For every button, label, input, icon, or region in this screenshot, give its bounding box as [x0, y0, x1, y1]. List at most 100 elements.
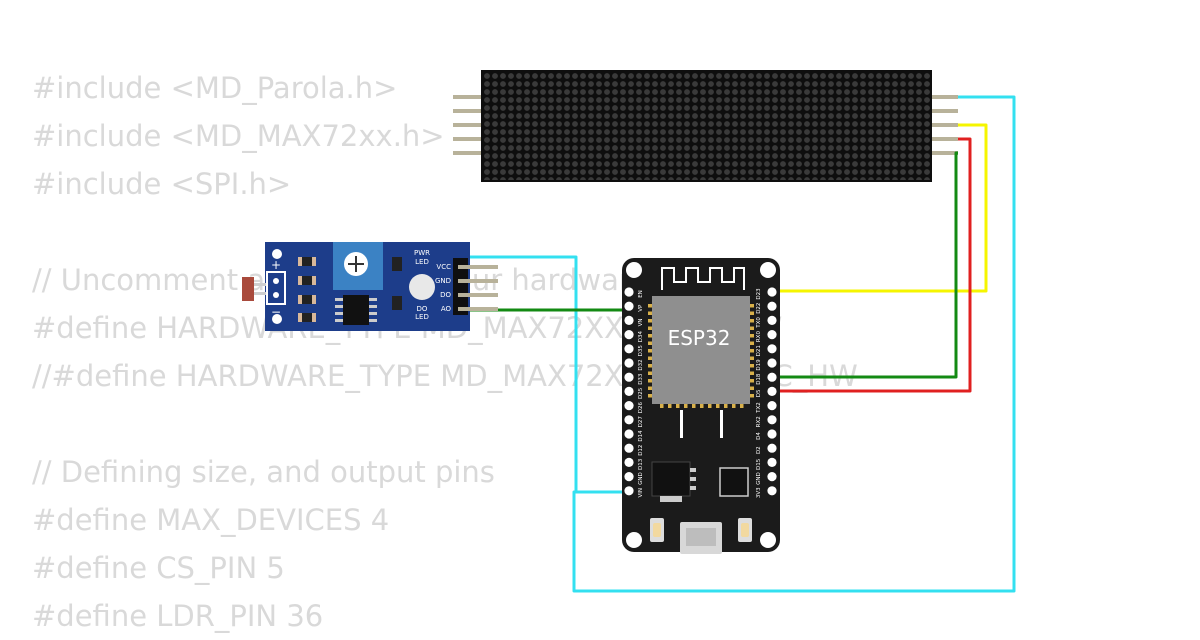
- ldr-connector-outline: [266, 271, 286, 305]
- comparator-ic: [335, 295, 377, 325]
- wires: [470, 95, 1016, 593]
- ldr-pad: [273, 278, 279, 284]
- esp32-chip-label: ESP32: [668, 326, 731, 350]
- esp32-pin-tx2[interactable]: [767, 401, 777, 411]
- esp32-pin-d25[interactable]: [624, 386, 634, 396]
- esp32-pin-vin[interactable]: [624, 486, 634, 496]
- smd-resistors: [298, 257, 316, 322]
- micro-usb-port[interactable]: [680, 522, 722, 554]
- led-matrix-module[interactable]: [453, 70, 958, 182]
- do-led-label-2: LED: [415, 313, 429, 321]
- boot-button[interactable]: [738, 518, 752, 542]
- esp32-pin-label: D27: [638, 416, 644, 428]
- esp32-pin-en[interactable]: [624, 287, 634, 297]
- photoresistor: [242, 277, 266, 301]
- esp32-pin-label: TX2: [756, 402, 762, 414]
- esp32-pin-label: D4: [756, 432, 762, 440]
- esp32-module-shield: [652, 296, 750, 404]
- esp32-pin-d2[interactable]: [767, 443, 777, 453]
- esp32-pin-gnd[interactable]: [624, 472, 634, 482]
- esp32-pin-d32[interactable]: [624, 358, 634, 368]
- esp32-pin-label: D15: [756, 458, 762, 470]
- wire-green-clk[interactable]: [772, 151, 958, 379]
- antenna-trace: [661, 267, 745, 290]
- esp32-pin-label: D14: [638, 430, 644, 442]
- mounting-hole: [626, 262, 642, 278]
- esp32-pin-d22[interactable]: [767, 301, 777, 311]
- esp32-pin-label: D25: [638, 387, 644, 399]
- silkscreen-mark: [680, 410, 683, 438]
- esp32-pin-d18[interactable]: [767, 372, 777, 382]
- code-line: #define LDR_PIN 36: [32, 599, 324, 633]
- wire-cyan-gnd[interactable]: [470, 255, 628, 494]
- mounting-hole: [760, 262, 776, 278]
- code-line: #include <MD_MAX72xx.h>: [32, 119, 445, 153]
- esp32-pin-d15[interactable]: [767, 457, 777, 467]
- esp32-pin-d35[interactable]: [624, 344, 634, 354]
- pwr-led-label: PWR: [414, 249, 430, 257]
- esp32-pin-label: D26: [638, 401, 644, 413]
- esp32-pin-d34[interactable]: [624, 330, 634, 340]
- esp32-pin-d12[interactable]: [624, 443, 634, 453]
- smd-caps: [392, 257, 402, 310]
- ldr-pin-label-ao: AO: [441, 305, 452, 313]
- pwr-led-label-2: LED: [415, 258, 429, 266]
- mounting-hole: [272, 249, 282, 259]
- en-button[interactable]: [650, 518, 664, 542]
- esp32-pin-label: EN: [638, 290, 644, 298]
- esp32-pin-d14[interactable]: [624, 429, 634, 439]
- minus-label: −: [271, 305, 281, 319]
- wire-yellow-din[interactable]: [772, 123, 988, 293]
- esp32-pin-3v3[interactable]: [767, 486, 777, 496]
- ldr-header-pins: [458, 265, 498, 311]
- ldr-sensor-module[interactable]: + − PWR LED: [242, 242, 498, 331]
- esp32-pin-label: D5: [756, 389, 762, 397]
- esp32-pin-label: D35: [638, 345, 644, 357]
- esp32-right-pin-header: [767, 287, 777, 496]
- mounting-hole: [272, 314, 282, 324]
- esp32-pin-d33[interactable]: [624, 372, 634, 382]
- esp32-pin-rx2[interactable]: [767, 415, 777, 425]
- esp32-pin-label: GND: [756, 472, 762, 485]
- plus-label: +: [271, 258, 281, 272]
- esp32-pin-label: VN: [638, 318, 644, 326]
- code-line: #define MAX_DEVICES 4: [32, 503, 390, 537]
- esp32-pin-label: D13: [638, 458, 644, 470]
- code-line: #include <SPI.h>: [32, 167, 292, 201]
- code-line: // Defining size, and output pins: [32, 455, 495, 489]
- esp32-pin-label: 3V3: [756, 487, 762, 498]
- esp32-pin-label: VIN: [638, 488, 644, 498]
- esp32-pin-label: D12: [638, 445, 644, 456]
- status-led-lens: [409, 274, 435, 300]
- esp32-pin-d27[interactable]: [624, 415, 634, 425]
- esp32-pin-d4[interactable]: [767, 429, 777, 439]
- esp32-pin-label: VP: [638, 304, 644, 312]
- esp32-pin-label: RX2: [756, 416, 762, 427]
- code-line: #define CS_PIN 5: [32, 551, 285, 585]
- ldr-pin-label-do: DO: [440, 291, 451, 299]
- esp32-pin-gnd[interactable]: [767, 472, 777, 482]
- esp32-pin-d23[interactable]: [767, 287, 777, 297]
- esp32-pin-d26[interactable]: [624, 401, 634, 411]
- esp32-pin-rx0[interactable]: [767, 330, 777, 340]
- esp32-pin-label: GND: [638, 472, 644, 485]
- esp32-pin-d13[interactable]: [624, 457, 634, 467]
- mounting-hole: [760, 532, 776, 548]
- matrix-leds: [483, 72, 930, 180]
- esp32-pin-d21[interactable]: [767, 344, 777, 354]
- ldr-pin-header: [453, 258, 468, 315]
- esp32-pin-vp[interactable]: [624, 301, 634, 311]
- esp32-pin-label: D34: [638, 330, 644, 342]
- ldr-pin-label-vcc: VCC: [436, 263, 451, 271]
- esp32-pin-tx0[interactable]: [767, 315, 777, 325]
- potentiometer[interactable]: [333, 242, 383, 290]
- esp32-board[interactable]: ESP32 ENVPVND34D35D32D33D25D26D27D14D12D…: [622, 258, 780, 554]
- esp32-pin-d19[interactable]: [767, 358, 777, 368]
- esp32-pin-label: RX0: [756, 331, 762, 343]
- esp32-left-pin-labels: ENVPVND34D35D32D33D25D26D27D14D12D13GNDV…: [638, 290, 644, 497]
- wire-red-cs[interactable]: [772, 137, 972, 393]
- esp32-pin-d5[interactable]: [767, 386, 777, 396]
- esp32-pin-vn[interactable]: [624, 315, 634, 325]
